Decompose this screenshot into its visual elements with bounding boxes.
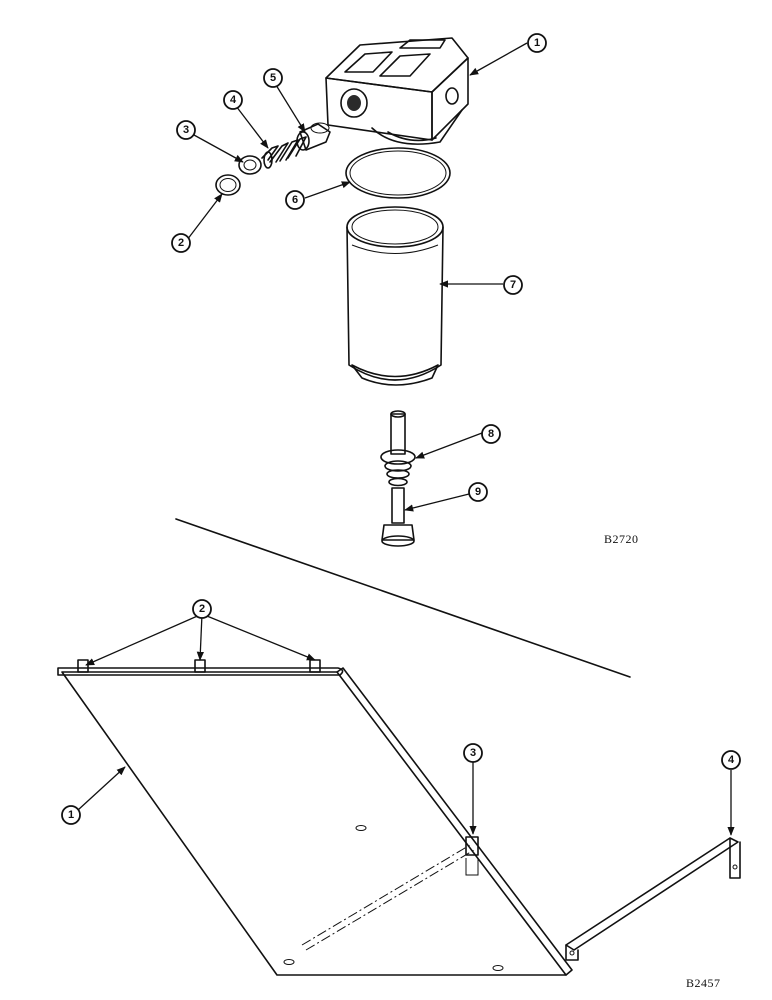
callout-3-top: 3 <box>176 120 196 140</box>
snap-ring-part-2 <box>215 174 241 196</box>
callout-label: 4 <box>230 94 237 106</box>
panel-part-1 <box>61 667 573 976</box>
callout-5-top: 5 <box>263 68 283 88</box>
bracket-part-3 <box>465 836 479 876</box>
callout-label: 3 <box>470 747 476 759</box>
filter-head-part-1 <box>325 37 469 145</box>
callout-label: 9 <box>475 486 481 498</box>
callout-1-bottom: 1 <box>61 805 81 825</box>
washer-part-3 <box>238 155 262 175</box>
figure-separator <box>175 518 631 678</box>
callout-label: 1 <box>68 809 74 821</box>
callout-1-top: 1 <box>527 33 547 53</box>
drain-spring-part-8 <box>380 410 416 487</box>
callout-label: 2 <box>178 237 184 249</box>
callout-2-bottom: 2 <box>192 599 212 619</box>
callout-label: 1 <box>534 37 540 49</box>
callout-7-top: 7 <box>503 275 523 295</box>
support-bar-part-4 <box>565 837 741 961</box>
filter-element-part-7 <box>346 206 444 386</box>
callout-3-bottom: 3 <box>463 743 483 763</box>
callout-9-top: 9 <box>468 482 488 502</box>
figure-ref-top: B2720 <box>604 532 639 546</box>
drain-bolt-part-9 <box>381 487 415 547</box>
callout-label: 4 <box>728 754 735 766</box>
spring-part-4 <box>261 136 307 169</box>
callout-6-top: 6 <box>285 190 305 210</box>
callout-label: 8 <box>488 428 494 440</box>
seal-ring-part-6 <box>345 147 451 199</box>
callout-label: 2 <box>199 603 205 615</box>
callout-label: 5 <box>270 72 276 84</box>
callout-2-top: 2 <box>171 233 191 253</box>
callout-label: 7 <box>510 279 516 291</box>
callout-4-top: 4 <box>223 90 243 110</box>
callout-label: 6 <box>292 194 298 206</box>
callout-8-top: 8 <box>481 424 501 444</box>
figure-ref-bottom: B2457 <box>686 976 721 990</box>
callout-4-bottom: 4 <box>721 750 741 770</box>
callout-label: 3 <box>183 124 189 136</box>
